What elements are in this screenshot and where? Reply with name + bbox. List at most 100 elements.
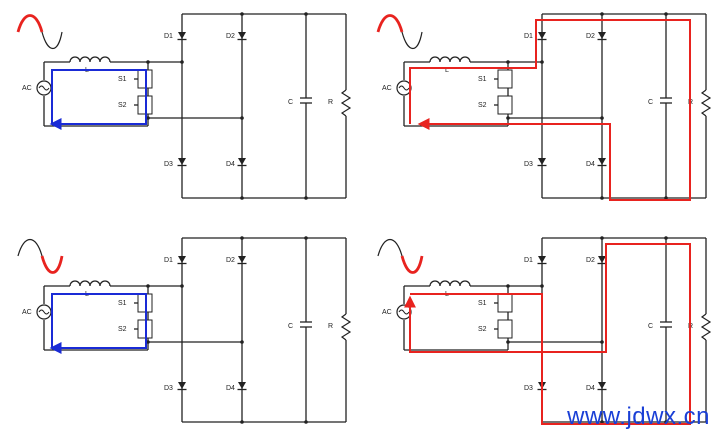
label-d3: D3 xyxy=(524,161,533,168)
diode-d3 xyxy=(537,158,547,167)
diode-d2 xyxy=(237,32,247,41)
s2-body xyxy=(497,319,513,339)
resistor-icon xyxy=(340,313,352,341)
junction-dot xyxy=(240,116,244,120)
current-path-line xyxy=(404,243,691,425)
diode-d3 xyxy=(177,158,187,167)
sine-wave-icon xyxy=(377,238,424,274)
s2-body xyxy=(497,95,513,115)
junction-dot xyxy=(304,236,308,240)
diode-d4-body xyxy=(238,158,246,165)
label-ac: AC xyxy=(382,309,392,316)
junction-dot xyxy=(506,60,510,64)
label-resistor: R xyxy=(328,99,333,106)
diode-d1-body xyxy=(538,256,546,263)
junction-dot xyxy=(180,60,184,64)
diode-d3-body xyxy=(178,382,186,389)
sine-negative-half xyxy=(401,31,423,50)
diode-d1-body xyxy=(178,256,186,263)
diode-d2-body xyxy=(598,256,606,263)
current-path xyxy=(404,243,691,425)
junction-dot xyxy=(506,340,510,344)
switch-pair xyxy=(494,293,513,339)
current-path-line xyxy=(49,293,147,354)
sine-wave-icon xyxy=(376,14,423,50)
label-capacitor: C xyxy=(648,323,653,330)
s1-body xyxy=(497,293,513,313)
label-d2: D2 xyxy=(586,257,595,264)
diode-d2 xyxy=(597,32,607,41)
switch-pair xyxy=(134,293,153,339)
label-s2: S2 xyxy=(478,326,487,333)
junction-dot xyxy=(540,284,544,288)
junction-dot xyxy=(664,196,668,200)
label-s1: S1 xyxy=(118,300,127,307)
sine-negative-half xyxy=(400,255,424,274)
diode-d2-body xyxy=(238,256,246,263)
junction-dot xyxy=(664,420,668,424)
ac-source-wave xyxy=(398,309,410,315)
label-resistor: R xyxy=(328,323,333,330)
label-d4: D4 xyxy=(586,161,595,168)
junction-dot xyxy=(240,236,244,240)
diode-d1-body xyxy=(178,32,186,39)
diode-d2-body xyxy=(238,32,246,39)
junction-dot xyxy=(506,284,510,288)
ac-source-wave xyxy=(398,85,410,91)
diode-d4 xyxy=(597,382,607,391)
label-d1: D1 xyxy=(524,33,533,40)
watermark: www.jdwx.cn xyxy=(567,403,710,430)
sine-negative-half xyxy=(40,255,64,274)
diode-d1 xyxy=(537,32,547,41)
sine-negative-half xyxy=(41,31,63,50)
diode-d3-body xyxy=(538,158,546,165)
junction-dot xyxy=(506,116,510,120)
label-capacitor: C xyxy=(288,323,293,330)
junction-dot xyxy=(240,420,244,424)
junction-dot xyxy=(600,236,604,240)
label-s2: S2 xyxy=(118,102,127,109)
junction-dot xyxy=(304,196,308,200)
s1-body xyxy=(497,69,513,89)
diode-d3-body xyxy=(178,158,186,165)
junction-dot xyxy=(304,12,308,16)
diode-d4 xyxy=(237,158,247,167)
inductor-icon xyxy=(69,56,111,63)
label-capacitor: C xyxy=(648,99,653,106)
label-s1: S1 xyxy=(478,300,487,307)
label-inductor: L xyxy=(445,67,449,74)
label-d3: D3 xyxy=(524,385,533,392)
label-d4: D4 xyxy=(226,161,235,168)
label-d2: D2 xyxy=(586,33,595,40)
sine-wave-icon xyxy=(17,238,64,274)
label-d1: D1 xyxy=(164,257,173,264)
label-capacitor: C xyxy=(288,99,293,106)
junction-dot xyxy=(146,284,150,288)
junction-dot xyxy=(600,340,604,344)
junction-dot xyxy=(240,196,244,200)
diode-d1 xyxy=(177,32,187,41)
resistor-icon xyxy=(340,89,352,117)
label-s2: S2 xyxy=(118,326,127,333)
junction-dot xyxy=(304,420,308,424)
diode-d1 xyxy=(537,256,547,265)
diode-d4 xyxy=(237,382,247,391)
label-d1: D1 xyxy=(164,33,173,40)
label-ac: AC xyxy=(22,309,32,316)
sine-positive-half xyxy=(17,238,43,257)
diode-d4-body xyxy=(598,382,606,389)
junction-dot xyxy=(240,340,244,344)
junction-dot xyxy=(146,340,150,344)
junction-dot xyxy=(146,116,150,120)
junction-dot xyxy=(600,116,604,120)
junction-dot xyxy=(600,12,604,16)
ac-source-wave xyxy=(38,309,50,315)
sine-wave-icon xyxy=(16,14,63,50)
switch-pair xyxy=(134,69,153,115)
sine-positive-half xyxy=(16,14,44,33)
junction-dot xyxy=(180,284,184,288)
